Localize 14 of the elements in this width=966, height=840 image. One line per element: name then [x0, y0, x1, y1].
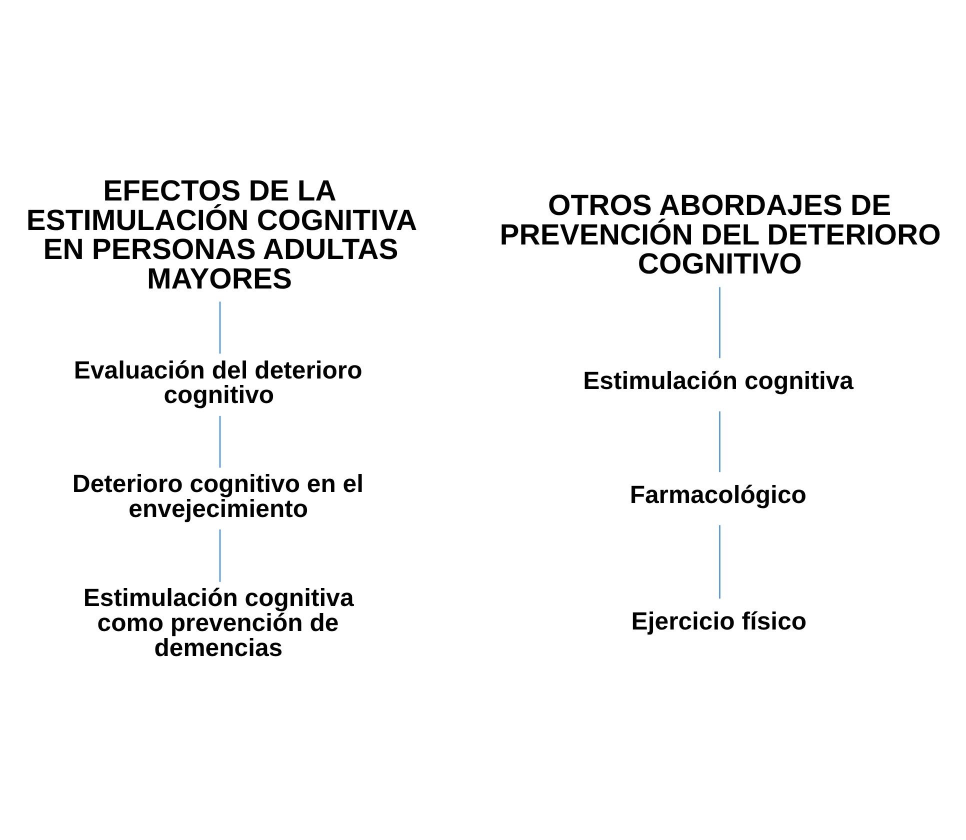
node-text: Ejercicio físico [631, 608, 807, 636]
connector [718, 410, 720, 472]
node-text: Estimulación cognitiva como prevención de demencias [83, 584, 354, 662]
node-text: Deterioro cognitivo en el envejecimiento [72, 470, 364, 523]
connector [219, 415, 221, 468]
connector [718, 524, 720, 598]
node-text: Farmacológico [630, 482, 806, 509]
connector [718, 286, 720, 358]
node-text: Estimulación cognitiva [583, 368, 854, 395]
node-text: OTROS ABORDAJES DE PREVENCIÓN DEL DETERIORO COGNITIVO [500, 190, 941, 280]
connector [219, 301, 221, 354]
connector [219, 528, 221, 582]
node-text: EFECTOS DE LA ESTIMULACIÓN COGNITIVA EN PERSONAS ADULTAS MAYORES [26, 175, 418, 295]
node-text: Evaluación del deterioro cognitivo [74, 356, 362, 409]
